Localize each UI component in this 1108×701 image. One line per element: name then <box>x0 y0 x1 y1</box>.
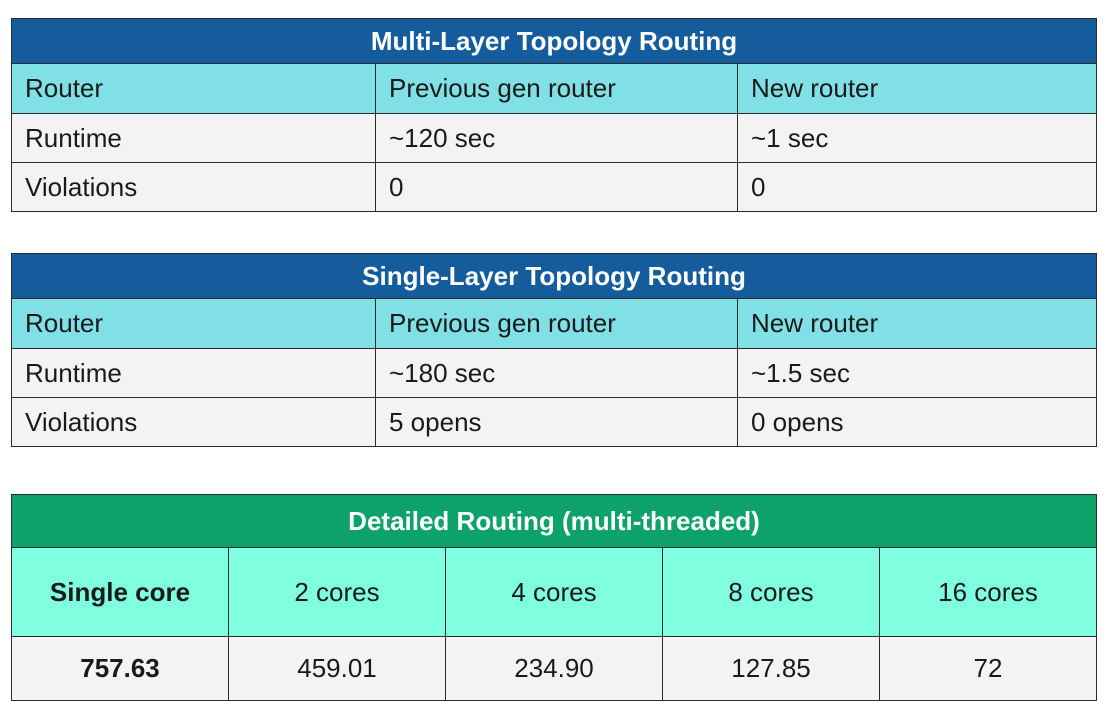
table-cell: ~1.5 sec <box>736 348 1098 398</box>
table-header-row: Router Previous gen router New router <box>11 298 1098 349</box>
header-cell-4-cores: 4 cores <box>445 547 663 637</box>
row-label: Violations <box>11 162 376 212</box>
multi-layer-routing-table: Multi-Layer Topology Routing Router Prev… <box>10 18 1098 212</box>
header-cell-previous-gen: Previous gen router <box>375 298 738 349</box>
table-cell-single-core: 757.63 <box>11 636 229 701</box>
single-layer-table-title: Single-Layer Topology Routing <box>10 253 1098 299</box>
table-cell: ~1 sec <box>736 113 1098 163</box>
table-header-row: Single core 2 cores 4 cores 8 cores 16 c… <box>11 547 1098 637</box>
table-row-runtime: Runtime ~180 sec ~1.5 sec <box>11 348 1098 398</box>
single-layer-routing-table: Single-Layer Topology Routing Router Pre… <box>10 253 1098 447</box>
header-cell-previous-gen: Previous gen router <box>375 63 738 114</box>
table-cell: 0 <box>375 162 738 212</box>
table-cell-2-cores: 459.01 <box>228 636 446 701</box>
table-cell: ~180 sec <box>375 348 738 398</box>
table-row-violations: Violations 0 0 <box>11 162 1098 212</box>
row-label: Runtime <box>11 348 376 398</box>
header-cell-2-cores: 2 cores <box>228 547 446 637</box>
table-header-row: Router Previous gen router New router <box>11 63 1098 114</box>
multi-layer-table-title: Multi-Layer Topology Routing <box>10 18 1098 64</box>
table-cell: 5 opens <box>375 397 738 447</box>
table-cell-4-cores: 234.90 <box>445 636 663 701</box>
row-label: Violations <box>11 397 376 447</box>
table-row-runtime: Runtime ~120 sec ~1 sec <box>11 113 1098 163</box>
row-label: Runtime <box>11 113 376 163</box>
table-cell: 0 opens <box>736 397 1098 447</box>
header-cell-single-core: Single core <box>11 547 229 637</box>
table-cell: ~120 sec <box>375 113 738 163</box>
table-cell: 0 <box>736 162 1098 212</box>
header-cell-router: Router <box>11 63 376 114</box>
header-cell-new-router: New router <box>736 298 1098 349</box>
table-row-violations: Violations 5 opens 0 opens <box>11 397 1098 447</box>
table-row-values: 757.63 459.01 234.90 127.85 72 <box>11 636 1098 701</box>
detailed-table-title: Detailed Routing (multi-threaded) <box>10 494 1098 548</box>
table-cell-8-cores: 127.85 <box>662 636 880 701</box>
table-cell-16-cores: 72 <box>878 636 1098 701</box>
header-cell-router: Router <box>11 298 376 349</box>
header-cell-new-router: New router <box>736 63 1098 114</box>
detailed-routing-table: Detailed Routing (multi-threaded) Single… <box>10 494 1098 701</box>
header-cell-8-cores: 8 cores <box>662 547 880 637</box>
header-cell-16-cores: 16 cores <box>878 547 1098 637</box>
